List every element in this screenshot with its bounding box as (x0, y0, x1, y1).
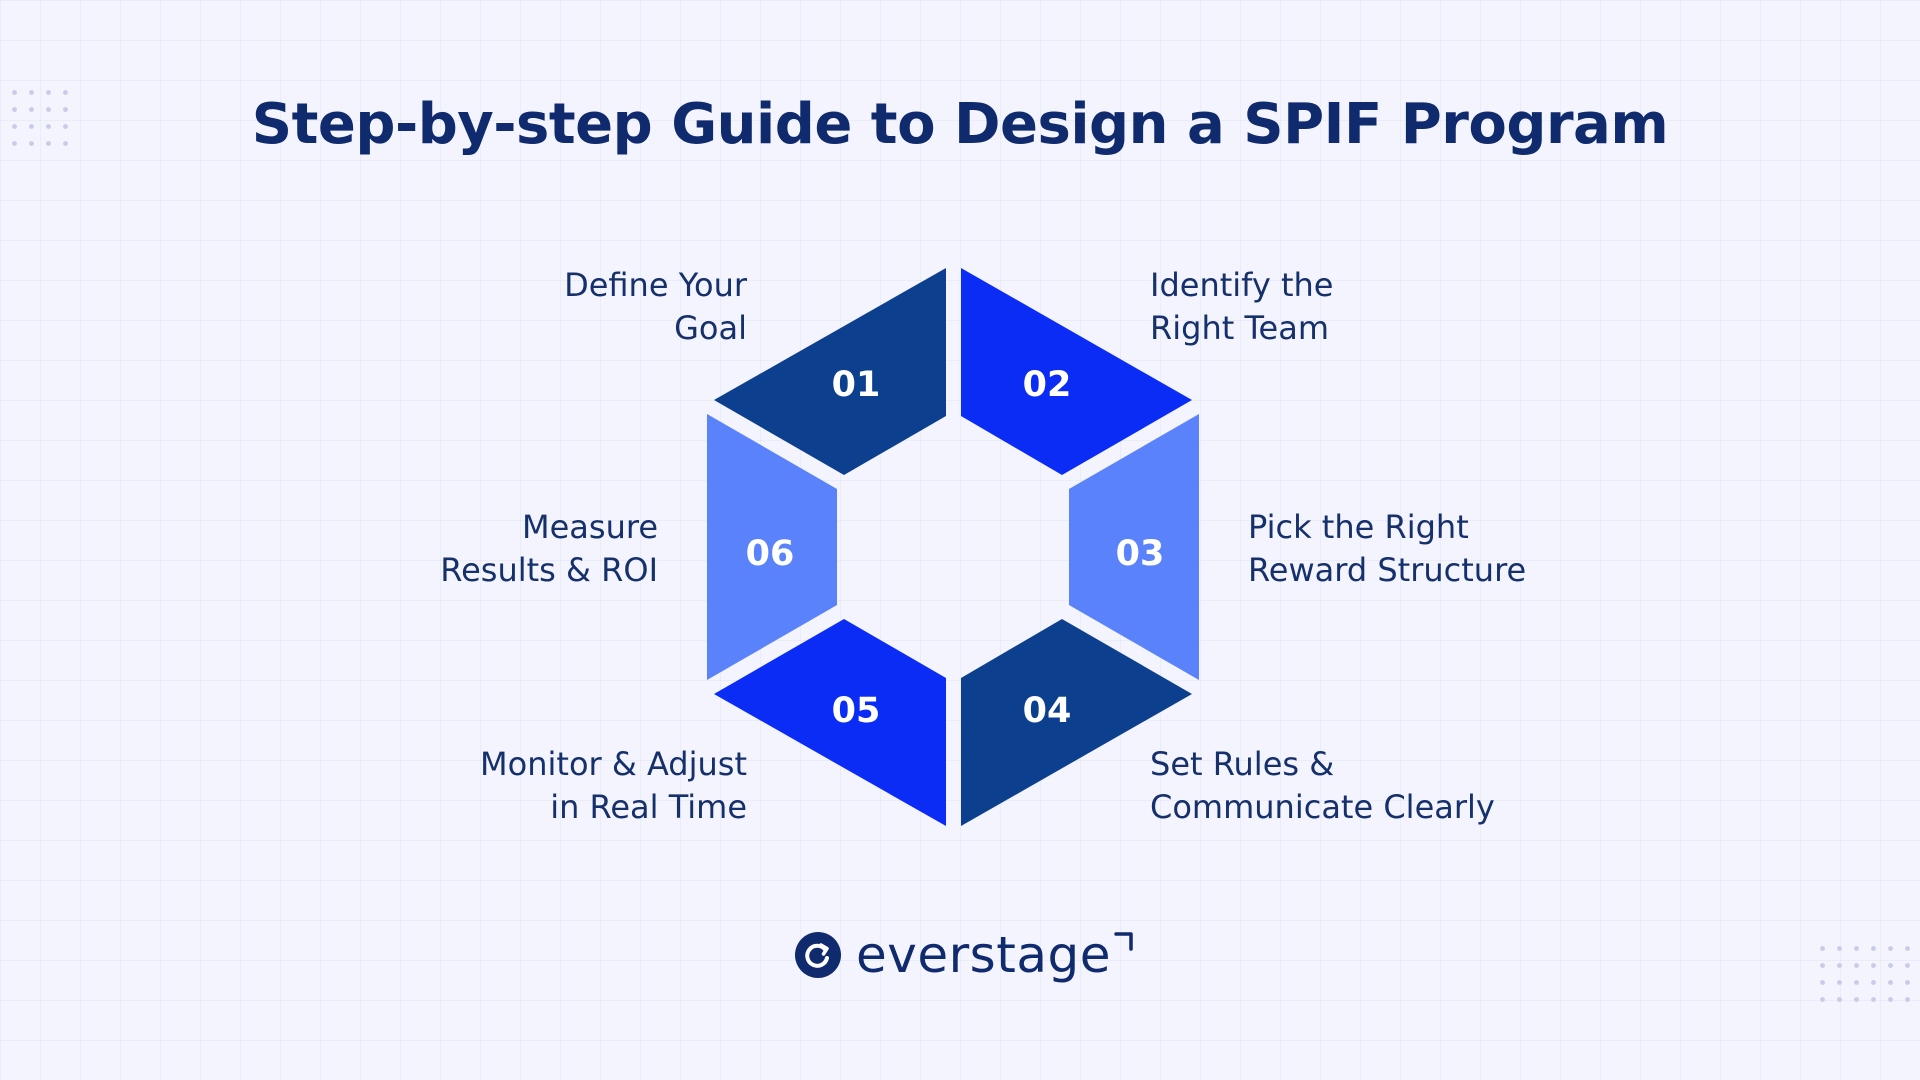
step-number-02: 02 (1023, 365, 1072, 405)
step-label-06-line2: Results & ROI (440, 551, 658, 589)
step-label-05-line1: Monitor & Adjust (480, 745, 747, 783)
page-title: Step-by-step Guide to Design a SPIF Prog… (251, 92, 1669, 157)
hex-segment-01: 01 (714, 268, 946, 475)
hex-segment-03: 03 (1069, 414, 1199, 680)
step-label-03: Pick the Right Reward Structure (1248, 506, 1526, 592)
step-label-04: Set Rules & Communicate Clearly (1150, 743, 1495, 829)
hex-segment-05: 05 (714, 619, 946, 826)
everstage-logo: everstage (794, 926, 1135, 984)
step-number-06: 06 (746, 534, 795, 574)
logo-wordmark: everstage (856, 926, 1111, 984)
step-label-04-line2: Communicate Clearly (1150, 788, 1495, 826)
step-label-01: Define Your Goal (564, 264, 747, 350)
hex-segment-06: 06 (707, 414, 837, 680)
decorative-dot-grid-top-left (6, 84, 76, 149)
step-label-06: Measure Results & ROI (440, 506, 658, 592)
logo-corner-mark-icon (1114, 932, 1133, 951)
decorative-dot-grid-bottom-right (1814, 940, 1920, 1012)
step-label-05-line2: in Real Time (550, 788, 747, 826)
step-label-06-line1: Measure (522, 508, 658, 546)
hex-segment-01-shape (714, 268, 946, 475)
hex-segment-02-shape (961, 268, 1192, 475)
step-number-04: 04 (1023, 691, 1072, 731)
step-label-03-line1: Pick the Right (1248, 508, 1469, 546)
everstage-logo-icon (795, 932, 841, 978)
hex-segment-03-shape (1069, 414, 1199, 680)
hex-segment-02: 02 (961, 268, 1192, 475)
step-label-02-line2: Right Team (1150, 309, 1330, 347)
step-label-03-line2: Reward Structure (1248, 551, 1527, 589)
step-number-05: 05 (832, 691, 881, 731)
step-number-01: 01 (832, 365, 881, 405)
step-label-01-line2: Goal (674, 309, 747, 347)
hex-segment-06-shape (707, 414, 837, 680)
step-number-03: 03 (1116, 534, 1165, 574)
step-label-01-line1: Define Your (564, 266, 747, 304)
step-label-02-line1: Identify the (1150, 266, 1334, 304)
step-label-02: Identify the Right Team (1150, 264, 1333, 350)
step-label-05: Monitor & Adjust in Real Time (480, 743, 747, 829)
hex-segment-04-shape (961, 619, 1192, 826)
hex-segment-04: 04 (961, 619, 1192, 826)
step-label-04-line1: Set Rules & (1150, 745, 1335, 783)
hex-segment-05-shape (714, 619, 946, 826)
